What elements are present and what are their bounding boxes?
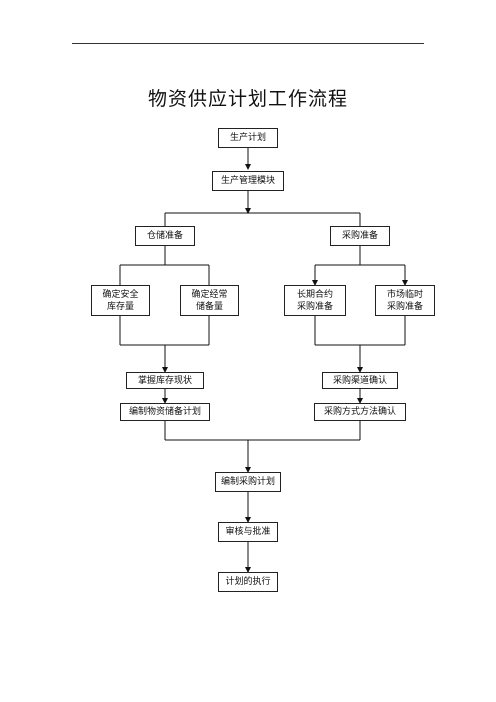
node-execute-plan: 计划的执行 [218, 572, 278, 592]
node-purchase-plan: 编制采购计划 [215, 472, 281, 492]
node-safety-stock: 确定安全库存量 [91, 285, 150, 316]
node-production-plan: 生产计划 [218, 128, 278, 148]
node-review-approve: 审核与批准 [218, 522, 278, 542]
node-production-module: 生产管理模块 [212, 171, 284, 191]
node-channel-confirm: 采购渠道确认 [322, 372, 398, 389]
node-method-confirm: 采购方式方法确认 [314, 403, 406, 421]
node-purchase-prep: 采购准备 [330, 226, 390, 246]
node-inventory-status: 掌握库存现状 [126, 372, 204, 389]
header-rule [72, 43, 424, 44]
page-title: 物资供应计划工作流程 [147, 88, 348, 110]
node-long-term-contract: 长期合约采购准备 [284, 285, 346, 316]
node-reserve-stock: 确定经常储备量 [180, 285, 239, 316]
node-reserve-plan: 编制物资储备计划 [120, 403, 210, 421]
node-market-temporary: 市场临时采购准备 [375, 285, 435, 316]
node-warehouse-prep: 仓储准备 [135, 226, 195, 246]
